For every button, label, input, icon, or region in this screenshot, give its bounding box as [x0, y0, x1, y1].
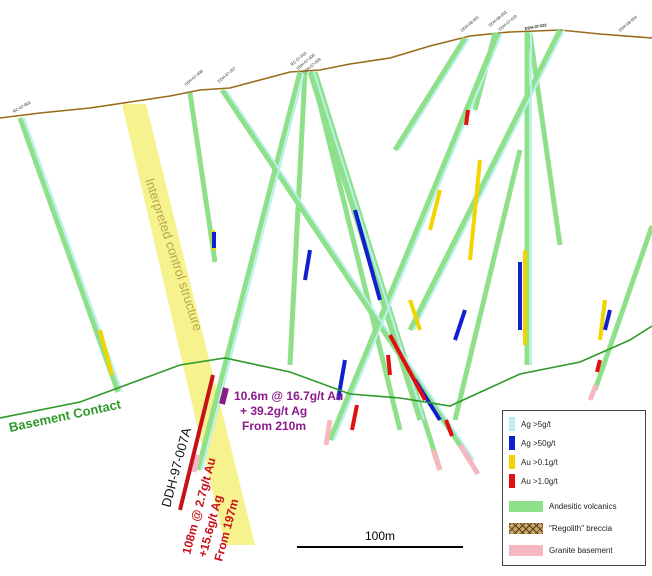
topography-line — [0, 29, 652, 119]
intercepts-blue — [212, 209, 612, 422]
drill-hole — [187, 92, 218, 263]
drill-hole — [392, 36, 468, 152]
basement-contact-line — [0, 325, 652, 419]
collar-label: DDH-07-021 — [524, 22, 548, 31]
drill-hole — [327, 32, 501, 441]
legend-swatch — [509, 417, 515, 431]
legend: Ag >5g/t Ag >50g/t Au >0.1g/t Au >1.0g/t… — [502, 410, 646, 566]
legend-swatch — [509, 500, 543, 512]
main-hole-purple-intercept — [219, 387, 229, 405]
legend-item-andesitic: Andesitic volcanics — [509, 499, 617, 513]
legend-swatch — [509, 455, 515, 469]
intercepts-yellow — [98, 159, 607, 376]
main-hole-red-intercept — [178, 374, 215, 511]
granite-segments — [191, 384, 599, 476]
legend-item-ag5: Ag >5g/t — [509, 417, 551, 431]
legend-swatch — [509, 544, 543, 556]
legend-item-au1: Au >1.0g/t — [509, 474, 558, 488]
legend-item-granite: Granite basement — [509, 543, 613, 557]
collar-label: DDH-08-004 — [617, 14, 638, 33]
drill-hole — [527, 33, 563, 246]
collar-label: DDH-97-008 — [183, 68, 204, 87]
drill-hole — [17, 117, 121, 393]
legend-item-au01: Au >0.1g/t — [509, 455, 558, 469]
intercepts-red — [350, 109, 602, 437]
collar-label: DDH-97-007 — [216, 65, 237, 84]
collar-label: DDH-08-001 — [459, 14, 480, 33]
legend-swatch — [509, 522, 543, 534]
collar-label: RC-07-002 — [12, 99, 32, 114]
legend-swatch — [509, 474, 515, 488]
callout-line: 10.6m @ 16.7g/t Au — [234, 389, 343, 403]
legend-item-ag50: Ag >50g/t — [509, 436, 555, 450]
drill-hole — [309, 71, 403, 431]
drill-hole — [287, 71, 308, 366]
control-structure-band — [122, 104, 255, 545]
callout-line: From 210m — [242, 419, 306, 433]
scale-label: 100m — [365, 529, 395, 543]
basement-contact-label: Basement Contact — [8, 396, 123, 435]
drill-hole — [592, 225, 652, 391]
drill-hole — [195, 71, 303, 471]
legend-item-regolith: "Regolith" breccia — [509, 521, 612, 535]
drill-hole — [452, 149, 523, 421]
callout-line: + 39.2g/t Ag — [240, 404, 307, 418]
legend-swatch — [509, 436, 515, 450]
intercept-callout-purple: 10.6m @ 16.7g/t Au + 39.2g/t Ag From 210… — [234, 389, 343, 433]
